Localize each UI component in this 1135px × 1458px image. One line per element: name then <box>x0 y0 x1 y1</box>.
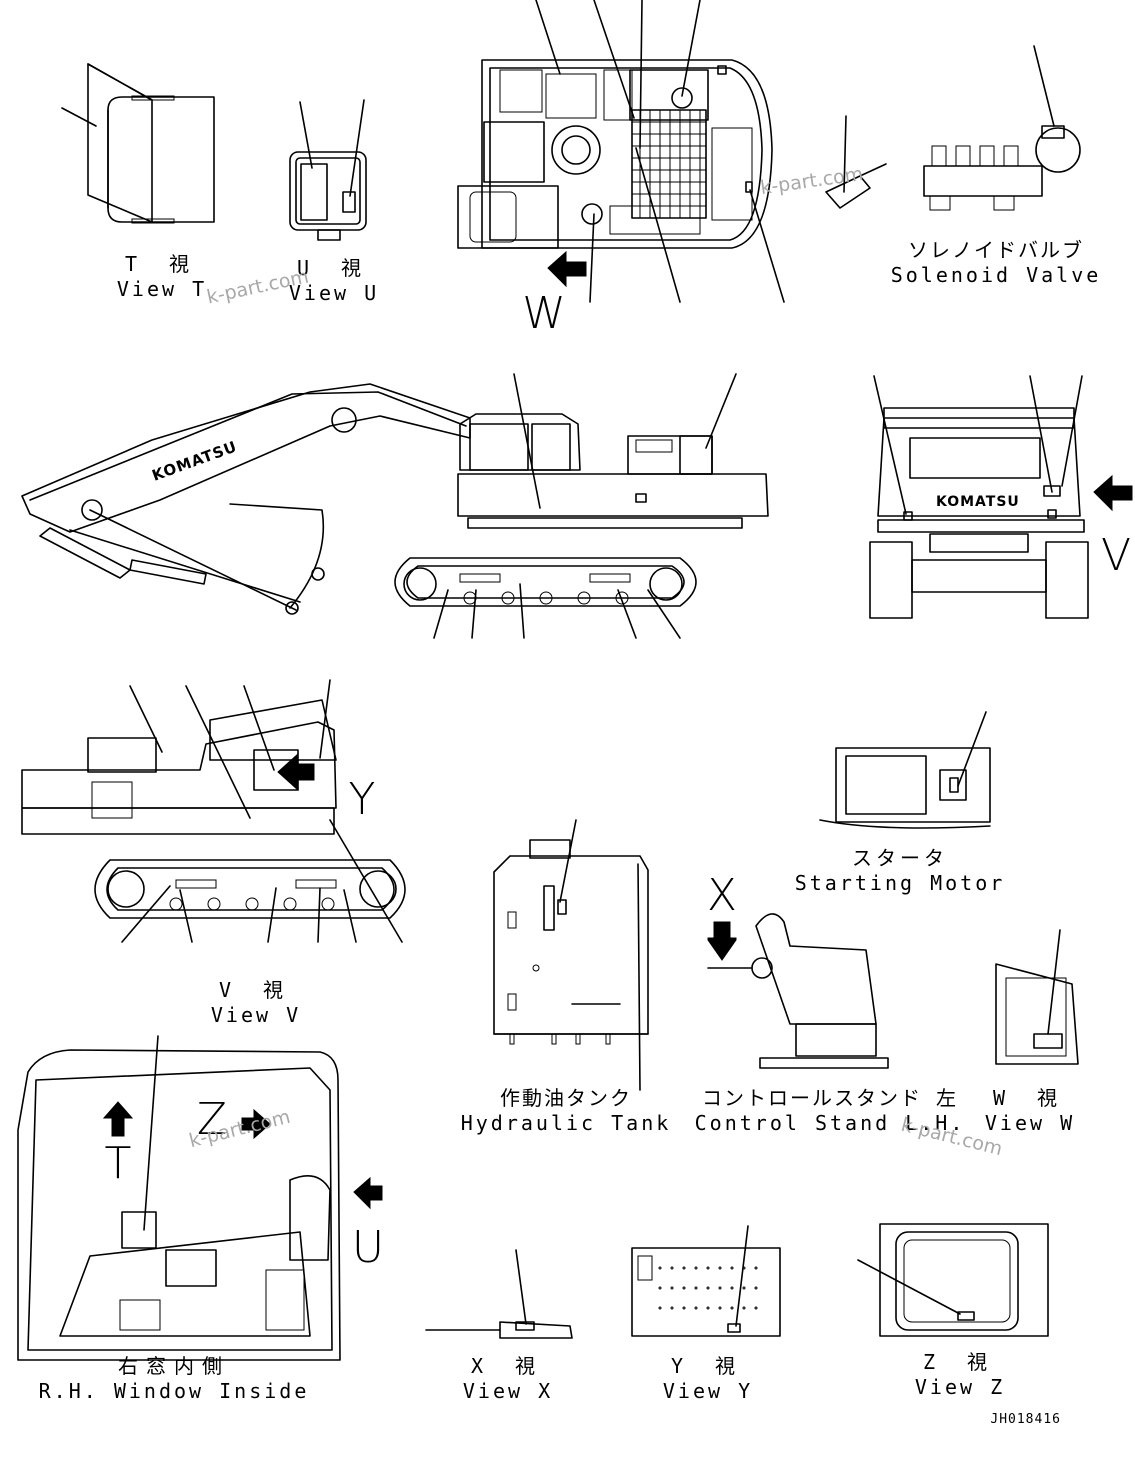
view-u-drawing <box>289 99 367 241</box>
view-letter-x: X <box>706 870 738 921</box>
caption-view-t-jp: T 視 <box>124 252 200 276</box>
hanging-tag-drawing <box>825 115 887 209</box>
view-letter-w: W <box>522 288 566 339</box>
caption-view-t: T 視 View T <box>117 252 207 302</box>
caption-view-w: W 視 View W <box>985 1086 1075 1136</box>
caption-hydraulic-tank-en: Hydraulic Tank <box>460 1111 672 1135</box>
control-stand-drawing <box>707 913 889 1069</box>
view-y-drawing <box>631 1225 781 1337</box>
caption-view-u-jp: U 視 <box>296 256 372 280</box>
excavator-rear-view <box>869 375 1133 619</box>
view-z-drawing <box>857 1223 1049 1337</box>
brand-logo-rear: KOMATSU <box>936 494 1020 510</box>
caption-view-w-en: View W <box>984 1111 1076 1135</box>
view-letter-y: Y <box>348 774 376 825</box>
caption-hydraulic-tank: 作動油タンク Hydraulic Tank <box>461 1086 672 1136</box>
caption-view-z: Z 視 View Z <box>915 1350 1005 1400</box>
caption-starting-motor-jp: スタータ <box>851 846 948 870</box>
view-v-drawing <box>21 679 406 943</box>
caption-view-y: Y 視 View Y <box>663 1354 753 1404</box>
view-letter-t: T <box>104 1138 132 1189</box>
starting-motor-drawing <box>819 711 991 829</box>
caption-solenoid-valve-jp: ソレノイドバルブ <box>907 238 1084 262</box>
caption-view-x-en: View X <box>462 1379 554 1403</box>
caption-view-z-jp: Z 視 <box>922 1350 998 1374</box>
caption-starting-motor: スタータ Starting Motor <box>795 846 1006 896</box>
view-x-drawing <box>425 1249 573 1339</box>
view-letter-v: V <box>1100 530 1132 581</box>
caption-starting-motor-en: Starting Motor <box>794 871 1006 895</box>
caption-view-v-en: View V <box>210 1003 302 1027</box>
upper-structure-top-view <box>457 0 785 303</box>
view-w-drawing <box>995 929 1079 1065</box>
caption-view-t-en: View T <box>116 277 208 301</box>
caption-view-x-jp: X 視 <box>470 1354 546 1378</box>
caption-view-v-jp: V 視 <box>218 978 294 1002</box>
caption-view-z-en: View Z <box>914 1375 1006 1399</box>
caption-solenoid-valve-en: Solenoid Valve <box>890 263 1102 287</box>
caption-view-x: X 視 View X <box>463 1354 553 1404</box>
excavator-side-view <box>21 373 769 639</box>
solenoid-valve-drawing <box>923 45 1081 211</box>
caption-control-stand-en: Control Stand L.H. <box>694 1111 966 1135</box>
view-letter-u: U <box>351 1222 385 1273</box>
caption-solenoid-valve: ソレノイドバルブ Solenoid Valve <box>891 238 1102 288</box>
caption-view-v: V 視 View V <box>211 978 301 1028</box>
caption-rh-window: 右窓内側 R.H. Window Inside <box>39 1354 310 1404</box>
caption-control-stand-jp: コントロールスタンド 左 <box>701 1086 959 1110</box>
drawing-number: JH018416 <box>990 1412 1061 1427</box>
caption-view-y-jp: Y 視 <box>670 1354 746 1378</box>
caption-view-y-en: View Y <box>662 1379 754 1403</box>
caption-view-w-jp: W 視 <box>992 1086 1068 1110</box>
view-letter-z: Z <box>196 1094 228 1145</box>
caption-control-stand: コントロールスタンド 左 Control Stand L.H. <box>695 1086 966 1136</box>
caption-rh-window-jp: 右窓内側 <box>118 1354 230 1378</box>
caption-view-u: U 視 View U <box>289 256 379 306</box>
caption-rh-window-en: R.H. Window Inside <box>38 1379 310 1403</box>
rh-window-drawing <box>17 1035 383 1361</box>
caption-view-u-en: View U <box>288 281 380 305</box>
hydraulic-tank-drawing <box>493 819 649 1091</box>
caption-hydraulic-tank-jp: 作動油タンク <box>499 1086 632 1110</box>
view-t-drawing <box>61 63 215 224</box>
